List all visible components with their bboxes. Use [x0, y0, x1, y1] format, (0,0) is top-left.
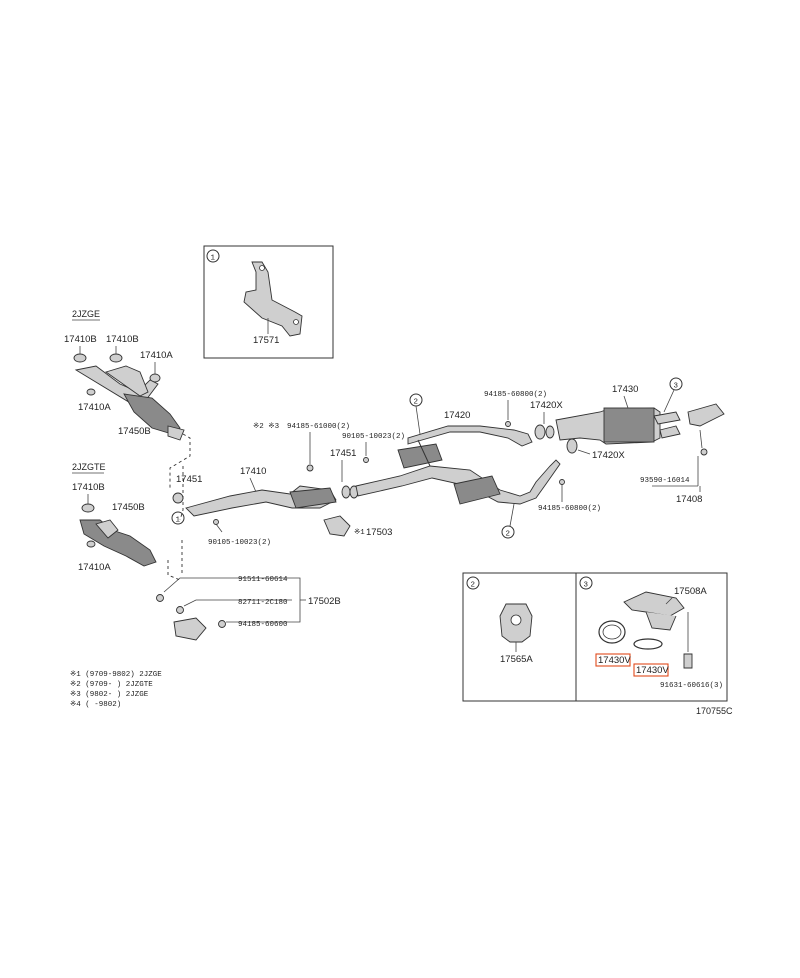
label-17430: 17430: [612, 384, 638, 395]
svg-text:2: 2: [506, 531, 511, 539]
label-94185-60800-b: 94185-60800(2): [538, 505, 601, 513]
label-17508a: 17508A: [674, 586, 707, 597]
label-94185-60800-a: 94185-60800(2): [484, 391, 547, 399]
label-note-23: ※2 ※3: [253, 422, 280, 431]
label-engine-2jzgte: 2JZGTE: [72, 462, 106, 472]
resonator-right: [453, 475, 501, 505]
tail-pipe-17408: [687, 403, 725, 427]
label-17503: 17503: [366, 527, 392, 538]
gasket-17420x-b: [566, 438, 578, 454]
label-17430v-a: 17430V: [598, 655, 631, 666]
label-17450b-a: 17450B: [118, 426, 151, 437]
label-17410b-c: 17410B: [72, 482, 105, 493]
label-17420x-a: 17420X: [530, 400, 563, 411]
label-17451-a: 17451: [176, 474, 202, 485]
diagram-code: 170755C: [696, 706, 733, 716]
inset-box-1: [203, 245, 334, 359]
label-94185-61000: 94185-61000(2): [287, 423, 350, 431]
svg-text:2: 2: [471, 582, 476, 590]
label-17408: 17408: [676, 494, 702, 505]
highlight-17430v-a: [595, 653, 631, 667]
note-3: ※3 (9802- ) 2JZGE: [70, 690, 149, 699]
converter-17410: [289, 487, 337, 509]
label-17410a-b: 17410A: [78, 402, 111, 413]
label-17410a-a: 17410A: [140, 350, 173, 361]
label-17410a-c: 17410A: [78, 562, 111, 573]
label-engine-2jzge: 2JZGE: [72, 309, 100, 319]
label-91631: 91631-60616(3): [660, 682, 723, 690]
gasket-17410b-a: [73, 353, 87, 363]
bracket-17571: [243, 261, 303, 337]
label-17420: 17420: [444, 410, 470, 421]
svg-text:1: 1: [176, 517, 181, 525]
label-17410b-a: 17410B: [64, 334, 97, 345]
inset-callout-1: [206, 249, 220, 263]
inset-box-2-3: [462, 572, 728, 702]
note-2: ※2 (9709- ) 2JZGTE: [70, 680, 153, 689]
label-94185-60600: 94185-60600: [238, 621, 288, 629]
label-17410b-b: 17410B: [106, 334, 139, 345]
svg-text:3: 3: [674, 383, 679, 391]
label-17502b: 17502B: [308, 596, 341, 607]
label-91511: 91511-60614: [238, 576, 288, 584]
muffler-body: [603, 407, 655, 443]
label-17410: 17410: [240, 466, 266, 477]
gasket-17451-b: [341, 485, 351, 499]
svg-text:3: 3: [584, 582, 589, 590]
label-17430v-b: 17430V: [636, 665, 669, 676]
gasket-17430v-b: [633, 638, 663, 650]
gasket-17410b-b: [109, 353, 123, 363]
label-90105-b: 90105-10023(2): [342, 433, 405, 441]
bracket-17502b: [173, 617, 207, 641]
label-17571: 17571: [253, 335, 279, 346]
center-pipe-lower: [355, 459, 561, 505]
label-17420x-b: 17420X: [592, 450, 625, 461]
label-90105-a: 90105-10023(2): [208, 539, 271, 547]
gasket-17420x-a: [534, 424, 546, 440]
gasket-17430v-a: [598, 620, 626, 644]
note-4: ※4 ( -9802): [70, 700, 121, 709]
svg-text:2: 2: [414, 399, 419, 407]
gasket-17410b-c: [81, 503, 95, 513]
label-17565a: 17565A: [500, 654, 533, 665]
note-1: ※1 (9709-9802) 2JZGE: [70, 670, 162, 679]
label-82711: 82711-2C180: [238, 599, 288, 607]
inset-callout-1-text: 1: [211, 255, 216, 263]
label-17450b-b: 17450B: [112, 502, 145, 513]
label-note-1: ※1: [354, 528, 365, 537]
support-17508a: [623, 591, 685, 617]
notes-list: ※1 (9709-9802) 2JZGE ※2 (9709- ) 2JZGTE …: [70, 670, 162, 709]
resonator-left: [397, 443, 443, 469]
label-17451-b: 17451: [330, 448, 356, 459]
center-pipe-upper: [407, 425, 533, 447]
hanger-17503: [323, 515, 351, 537]
gasket-17451-a: [172, 492, 184, 504]
highlight-17430v-b: [633, 663, 669, 677]
label-93590: 93590-16014: [640, 477, 690, 485]
